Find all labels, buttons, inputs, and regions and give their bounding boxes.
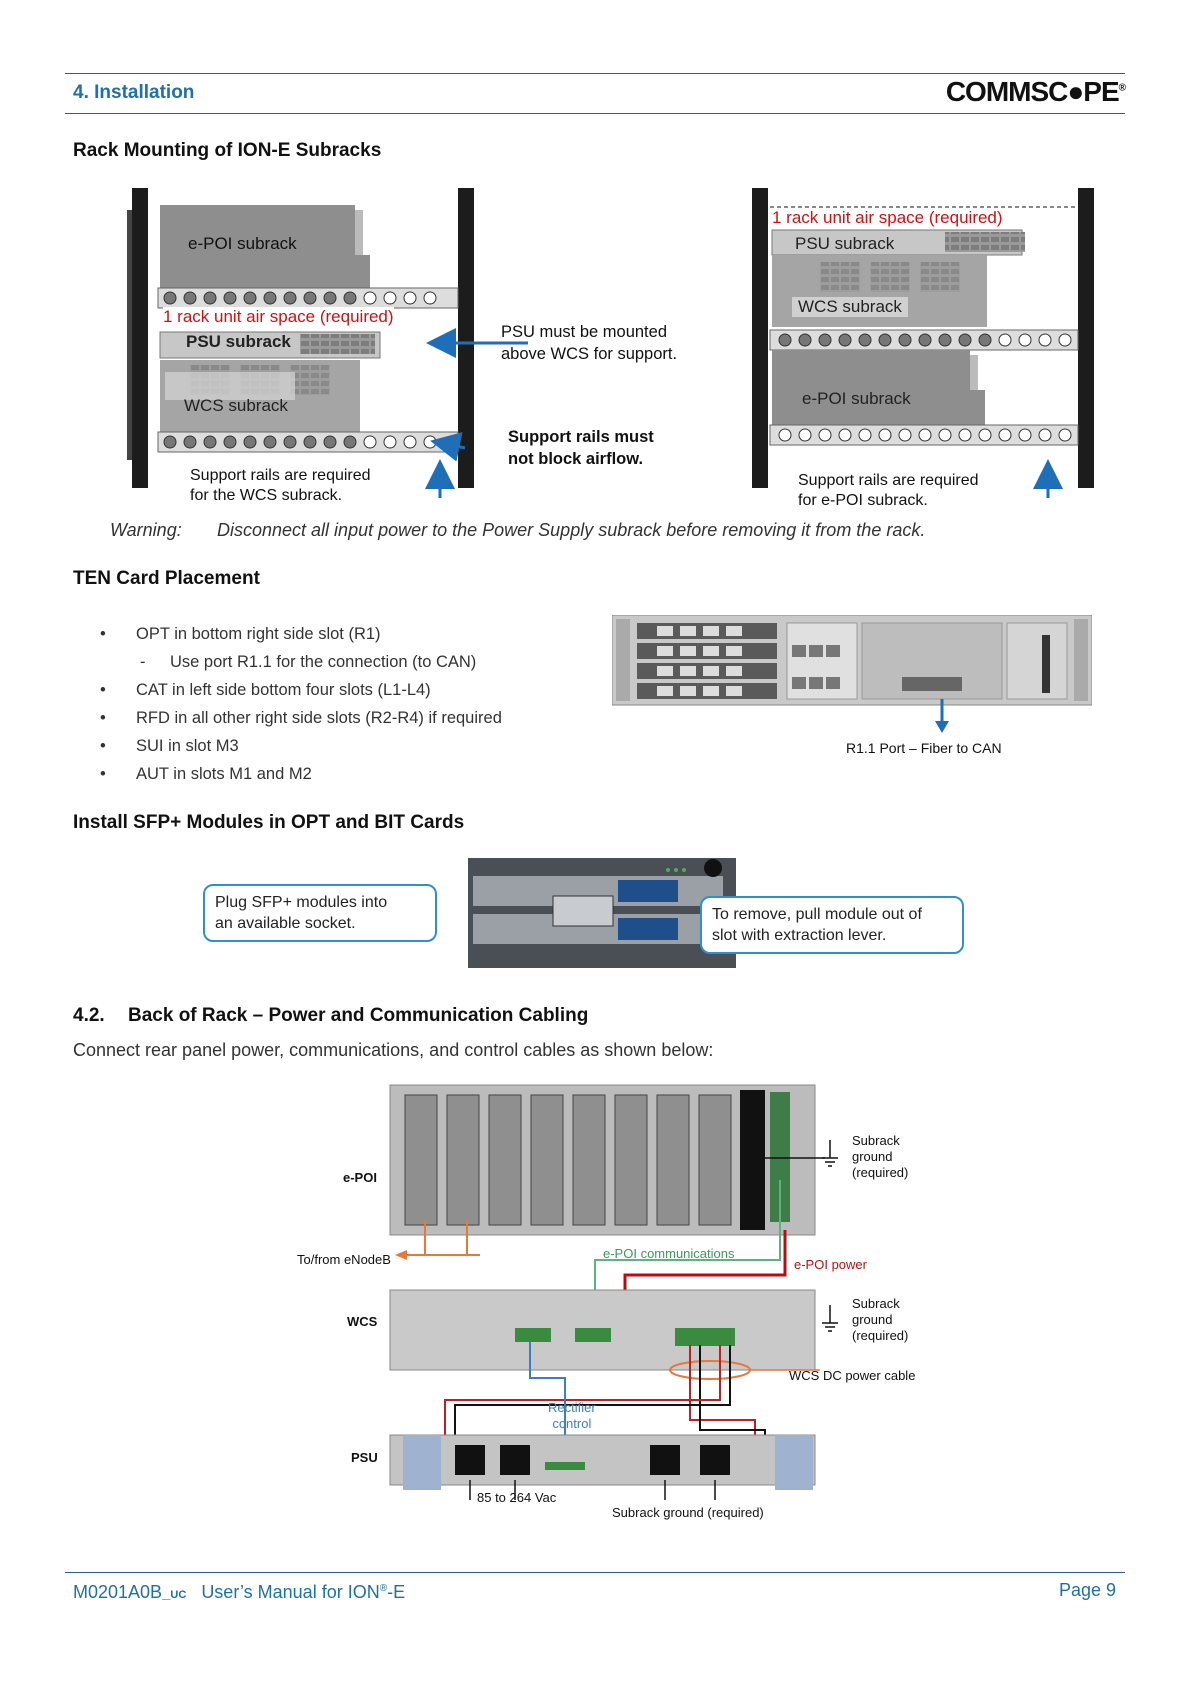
subrack-ground-label: Subrack ground (required)	[612, 1505, 764, 1520]
header-top-rule	[65, 73, 1125, 74]
remove-sfp-line2: slot with extraction lever.	[712, 927, 887, 944]
sfp-photo	[468, 858, 736, 968]
header-bottom-rule	[65, 113, 1125, 114]
list-item-text: CAT in left side bottom four slots (L1-L…	[136, 681, 431, 699]
ground-icon-epoi	[822, 1140, 838, 1167]
list-item-text: AUT in slots M1 and M2	[136, 765, 312, 783]
logo-mark: ®	[1118, 82, 1126, 94]
warning-text: Disconnect all input power to the Power …	[217, 520, 926, 540]
ground-a-line2: ground	[852, 1149, 893, 1164]
epoi-label: e-POI	[343, 1170, 377, 1185]
enodeb-label: To/from eNodeB	[297, 1252, 391, 1267]
list-item: • CAT in left side bottom four slots (L1-…	[100, 676, 502, 704]
psu-mount-note-line2: above WCS for support.	[501, 345, 678, 363]
footer-doc: M0201A0B_uc User’s Manual for ION®-E	[73, 1582, 405, 1603]
rails-airflow-note: Support rails must not block airflow.	[508, 426, 654, 470]
epoi-comm-label: e-POI communications	[603, 1246, 735, 1261]
footer-manual: User’s Manual for ION	[201, 1582, 380, 1602]
list-bullet: •	[100, 625, 106, 643]
list-bullet: •	[100, 737, 106, 755]
footer-uc: _uc	[162, 1585, 187, 1602]
ground-b-line1: Subrack	[852, 1296, 900, 1311]
list-item: • RFD in all other right side slots (R2-R…	[100, 704, 502, 732]
commscope-logo: COMMSC●PE®	[945, 76, 1126, 108]
psu-mount-note-line1: PSU must be mounted	[501, 323, 667, 341]
list-bullet: •	[100, 765, 106, 783]
footer-reg: ®	[379, 1583, 388, 1594]
left-rack	[127, 188, 528, 498]
back-heading-number: 4.2.	[73, 1005, 105, 1026]
plug-sfp-callout: Plug SFP+ modules into an available socke…	[203, 884, 437, 942]
ground-a-line3: (required)	[852, 1165, 909, 1180]
right-epoi-label: e-POI subrack	[802, 389, 911, 408]
plug-sfp-line1: Plug SFP+ modules into	[215, 894, 388, 911]
left-air-space-label: 1 rack unit air space (required)	[163, 307, 394, 327]
left-support-note-line2: for the WCS subrack.	[190, 487, 343, 504]
footer-rule	[65, 1572, 1125, 1573]
list-item-text: SUI in slot M3	[136, 737, 239, 755]
left-support-note: Support rails are required for the WCS su…	[190, 466, 371, 506]
ten-heading: TEN Card Placement	[73, 568, 260, 589]
footer-manual-suffix: -E	[387, 1582, 406, 1602]
plug-sfp-line2: an available socket.	[215, 915, 356, 932]
ten-chassis-image	[612, 615, 1092, 733]
list-item-text: OPT in bottom right side slot (R1)	[136, 625, 381, 643]
ground-b-line3: (required)	[852, 1328, 909, 1343]
ten-placement-list: • OPT in bottom right side slot (R1) - Use…	[100, 620, 502, 788]
rectifier-line2: control	[552, 1416, 592, 1431]
list-item: - Use port R1.1 for the connection (to CA…	[100, 648, 502, 676]
left-wcs-label: WCS subrack	[184, 396, 288, 415]
left-epoi-label: e-POI subrack	[188, 234, 297, 253]
list-item-text: Use port R1.1 for the connection (to CAN…	[170, 653, 477, 671]
logo-text: COMMSC●PE	[945, 76, 1120, 107]
list-dash: -	[140, 653, 146, 671]
epoi-power-label: e-POI power	[794, 1257, 867, 1272]
right-support-note-line1: Support rails are required	[798, 472, 979, 489]
vac-label: 85 to 264 Vac	[477, 1490, 557, 1505]
cabling-diagram	[389, 1084, 825, 1500]
list-item: • OPT in bottom right side slot (R1)	[100, 620, 502, 648]
warning-label: Warning:	[110, 520, 182, 540]
remove-sfp-callout: To remove, pull module out of slot with e…	[700, 896, 964, 954]
port-caption: R1.1 Port – Fiber to CAN	[846, 740, 1002, 756]
remove-sfp-line1: To remove, pull module out of	[712, 906, 922, 923]
sfp-heading: Install SFP+ Modules in OPT and BIT Card…	[73, 812, 465, 833]
psu-label: PSU	[351, 1450, 378, 1465]
left-support-note-line1: Support rails are required	[190, 467, 371, 484]
back-intro: Connect rear panel power, communications…	[73, 1040, 714, 1060]
ground-icon-wcs	[822, 1305, 838, 1332]
rack-heading: Rack Mounting of ION-E Subracks	[73, 140, 382, 161]
back-heading: 4.2. Back of Rack – Power and Communicati…	[73, 1005, 588, 1027]
rails-airflow-note-line2: not block airflow.	[508, 450, 644, 468]
right-air-space-label: 1 rack unit air space (required)	[772, 208, 1003, 227]
ground-b-line2: ground	[852, 1312, 893, 1327]
list-item: • AUT in slots M1 and M2	[100, 760, 502, 788]
footer-doc-id: M0201A0B	[73, 1582, 163, 1602]
list-bullet: •	[100, 709, 106, 727]
wcs-label: WCS	[347, 1314, 378, 1329]
rectifier-line1: Rectifier	[548, 1400, 596, 1415]
list-item-text: RFD in all other right side slots (R2-R4…	[136, 709, 502, 727]
psu-mount-note: PSU must be mounted above WCS for support…	[501, 321, 677, 365]
section-heading: 4. Installation	[73, 82, 195, 103]
right-wcs-label: WCS subrack	[792, 297, 908, 317]
list-item: • SUI in slot M3	[100, 732, 502, 760]
back-heading-text: Back of Rack – Power and Communication C…	[128, 1005, 589, 1026]
right-support-note: Support rails are required for e-POI subr…	[798, 471, 979, 511]
rails-airflow-note-line1: Support rails must	[508, 428, 654, 446]
ground-a-line1: Subrack	[852, 1133, 900, 1148]
left-psu-label: PSU subrack	[186, 332, 291, 351]
right-psu-label: PSU subrack	[795, 234, 895, 253]
rack-warning: Warning: Disconnect all input power to th…	[110, 520, 925, 541]
page-number: Page 9	[1058, 1580, 1116, 1600]
list-bullet: •	[100, 681, 106, 699]
right-support-note-line2: for e-POI subrack.	[798, 492, 928, 509]
dc-cable-label: WCS DC power cable	[789, 1368, 916, 1383]
